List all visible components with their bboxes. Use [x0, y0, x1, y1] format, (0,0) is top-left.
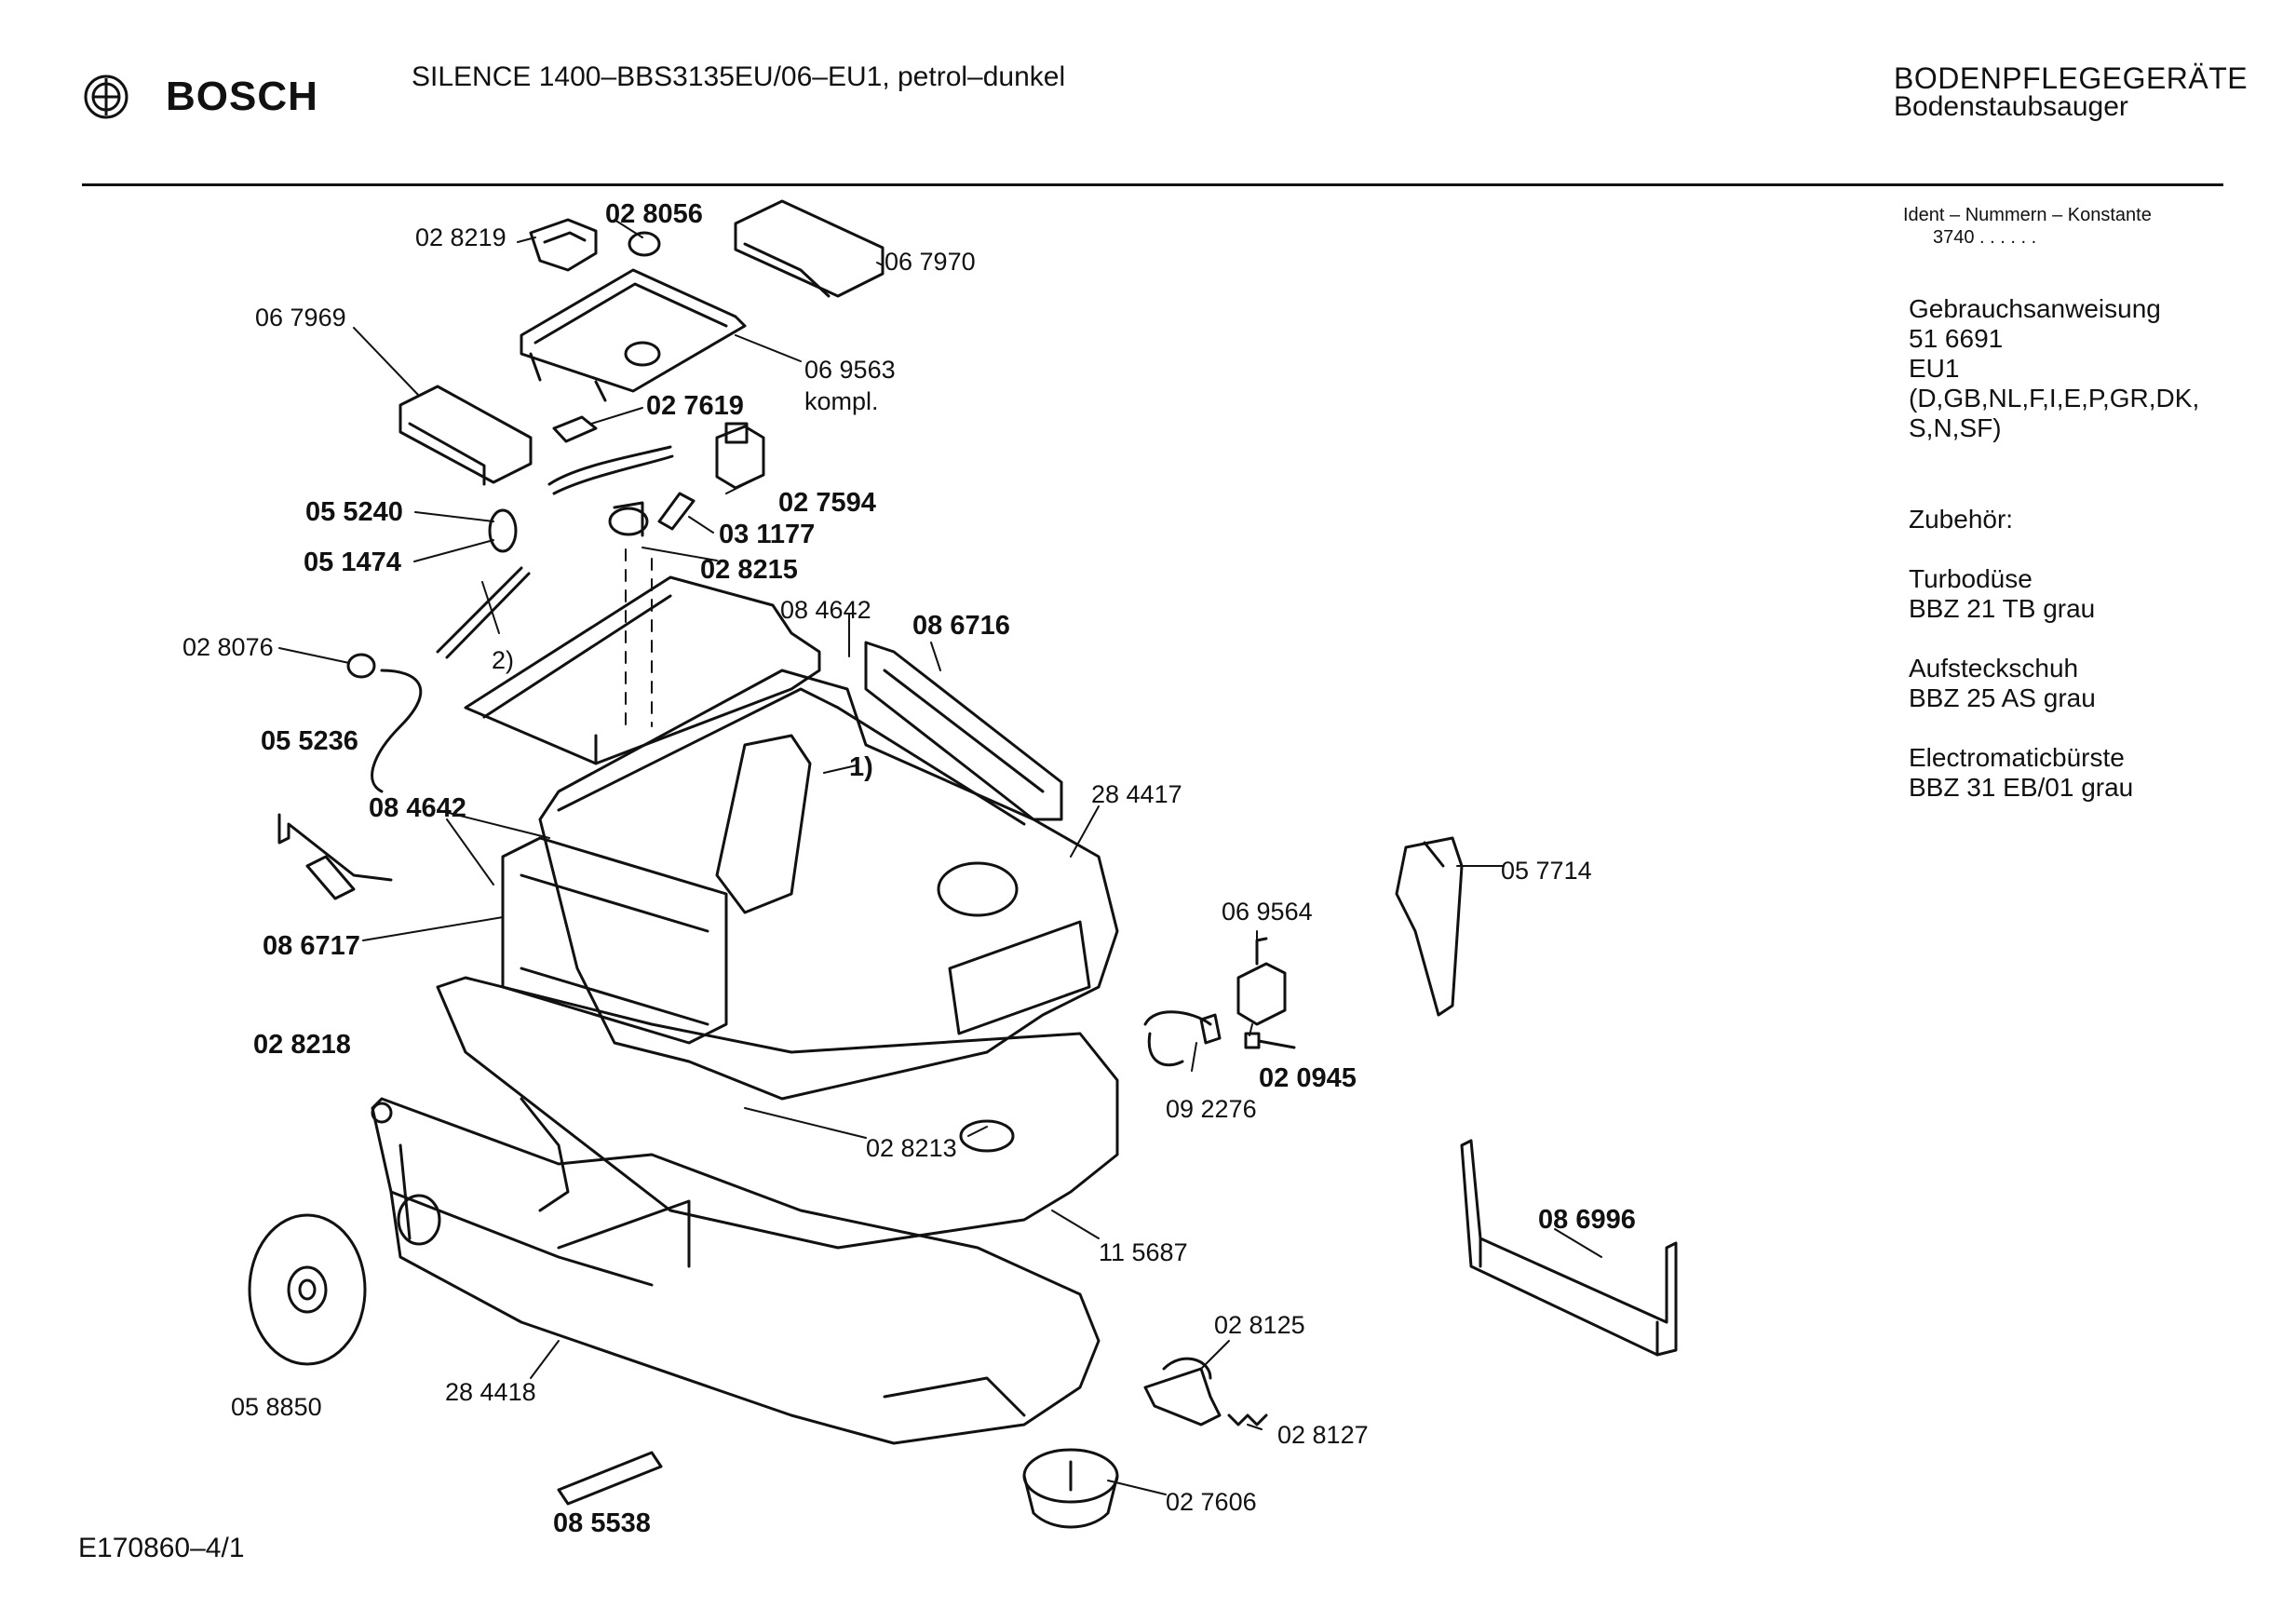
upper-housing-shape — [464, 575, 821, 765]
accessories-title: Zubehör: — [1909, 505, 2014, 534]
part-cap-shape — [628, 231, 661, 257]
part-label: 02 7606 — [1166, 1488, 1257, 1516]
part-label: 02 8127 — [1277, 1421, 1369, 1449]
part-frame-right-shape — [1460, 1139, 1678, 1357]
part-plug-shape — [1236, 937, 1287, 1026]
part-label: 2) — [492, 646, 515, 674]
part-label: 08 6717 — [263, 931, 360, 961]
part-left-cover-shape — [398, 385, 533, 486]
part-label: 02 8076 — [182, 633, 274, 661]
part-label: 1) — [849, 752, 873, 782]
part-label: 05 7714 — [1501, 857, 1592, 885]
part-label: 02 8056 — [605, 199, 703, 229]
part-pin-shape — [1244, 1032, 1296, 1049]
part-label: 08 6996 — [1538, 1205, 1636, 1235]
part-label: 02 8218 — [253, 1030, 351, 1060]
accessory-1-code: BBZ 21 TB grau — [1909, 594, 2096, 623]
manual-title: Gebrauchsanweisung — [1909, 294, 2161, 323]
part-label: 28 4417 — [1091, 780, 1182, 808]
part-label: 08 4642 — [780, 596, 871, 624]
part-label: 02 8125 — [1214, 1311, 1305, 1339]
part-label: 02 8213 — [866, 1134, 957, 1162]
part-tube-shape — [657, 492, 696, 531]
manual-languages: (D,GB,NL,F,I,E,P,GR,DK, — [1909, 384, 2200, 412]
part-label: 03 1177 — [719, 520, 816, 549]
part-cyclone-cup-shape — [1022, 1448, 1119, 1529]
part-wire-shape — [371, 669, 423, 793]
part-label: 05 8850 — [231, 1393, 322, 1421]
ident-value: 3740 . . . . . . — [1933, 227, 2037, 248]
part-top-panel-shape — [520, 268, 747, 402]
part-spring-shape — [1227, 1413, 1268, 1426]
category-subtitle: Bodenstaubsauger — [1894, 91, 2128, 122]
filter-frame-right-shape — [864, 641, 1063, 821]
part-label: kompl. — [804, 387, 879, 415]
bosch-armature-logo-icon — [84, 74, 128, 119]
part-label: 06 7970 — [885, 248, 976, 276]
leader-lines — [278, 219, 1602, 1495]
part-label: 06 7969 — [255, 304, 346, 331]
part-bracket-shape — [277, 813, 393, 900]
filter-frame-left-shape — [501, 836, 728, 1045]
model-title: SILENCE 1400–BBS3135EU/06–EU1, petrol–du… — [412, 61, 1066, 92]
part-label: 02 7619 — [646, 391, 744, 421]
part-small-clip-shape — [552, 415, 598, 443]
part-label: 11 5687 — [1099, 1238, 1188, 1266]
part-cable-plug-shape — [1143, 1010, 1222, 1067]
part-label: 02 0945 — [1259, 1063, 1357, 1093]
part-label: 02 8215 — [700, 555, 798, 585]
manual-languages-cont: S,N,SF) — [1909, 413, 2002, 442]
part-label: 05 1474 — [304, 548, 401, 577]
accessory-2-code: BBZ 25 AS grau — [1909, 683, 2096, 712]
ident-label: Ident – Nummern – Konstante — [1903, 205, 2152, 225]
accessory-1-name: Turbodüse — [1909, 564, 2033, 593]
brand-name: BOSCH — [166, 74, 318, 119]
lower-tray-shape — [436, 976, 1119, 1250]
brand-logo-group: BOSCH — [82, 73, 318, 121]
accessory-2-name: Aufsteckschuh — [1909, 654, 2079, 683]
part-label: 08 5538 — [553, 1508, 651, 1538]
part-label: 28 4418 — [445, 1378, 536, 1406]
drawing-number: E170860–4/1 — [78, 1533, 245, 1563]
wheel-shape — [248, 1213, 367, 1366]
part-label: 05 5240 — [305, 497, 403, 527]
assembly-guide-lines — [625, 548, 653, 727]
part-strip-shape — [557, 1451, 663, 1506]
manual-variant: EU1 — [1909, 354, 1960, 383]
part-clamp-shape — [1143, 1357, 1222, 1426]
accessory-3-code: BBZ 31 EB/01 grau — [1909, 773, 2134, 802]
part-spring-rod-shape — [436, 566, 531, 659]
part-reel-shape — [488, 501, 649, 553]
part-label: 06 9563 — [804, 356, 896, 384]
part-clip-right-shape — [1395, 836, 1464, 1017]
main-body-shape — [538, 669, 1119, 1101]
part-cable-shape — [547, 445, 674, 495]
part-right-cover-shape — [734, 199, 885, 298]
part-ring-shape — [346, 653, 376, 679]
accessory-3-name: Electromaticbürste — [1909, 743, 2125, 772]
part-label: 05 5236 — [261, 726, 358, 756]
axle-hub-shape — [371, 1102, 441, 1246]
part-label: 09 2276 — [1166, 1095, 1257, 1123]
manual-number: 51 6691 — [1909, 324, 2004, 353]
base-chassis-shape — [371, 1097, 1101, 1445]
part-switch-shape — [715, 422, 765, 490]
category-title: BODENPFLEGEGERÄTE — [1894, 61, 2249, 95]
part-label: 06 9564 — [1222, 898, 1313, 926]
part-label: 08 4642 — [369, 793, 466, 823]
part-clip-shape — [529, 218, 598, 272]
part-label: 08 6716 — [912, 611, 1010, 641]
part-label: 02 7594 — [778, 488, 876, 518]
header-divider — [82, 183, 2223, 186]
part-label: 02 8219 — [415, 223, 506, 251]
